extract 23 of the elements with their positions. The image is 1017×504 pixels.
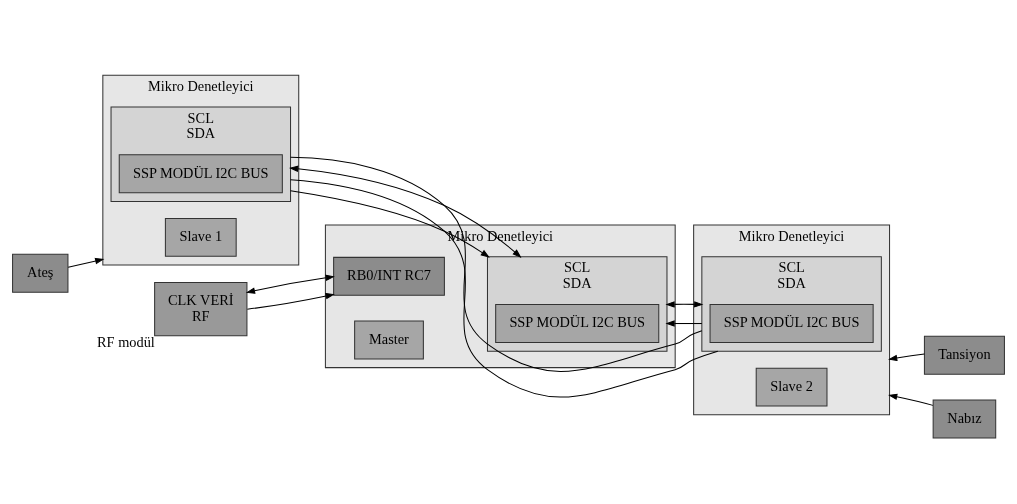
node-label: RF modül (97, 333, 155, 350)
node-box: Nabız (932, 398, 997, 438)
arrow (289, 165, 522, 258)
node-box: Slave 1 (164, 217, 237, 257)
node-box: SSP MODÜL I2C BUS (118, 153, 283, 193)
node-box: Tansiyon (923, 335, 1005, 375)
node-box: Master (354, 319, 424, 359)
node-box: SSP MODÜL I2C BUS (709, 303, 874, 343)
arrow (665, 300, 704, 308)
arrow (665, 319, 703, 327)
arrow (246, 292, 335, 310)
arrow (888, 393, 934, 406)
connector (290, 156, 703, 372)
node-box: CLK VERİ RF (154, 281, 248, 336)
connector (290, 178, 719, 398)
arrow (245, 274, 335, 294)
node-box: SSP MODÜL I2C BUS (495, 303, 660, 343)
node-box: Ateş (12, 253, 69, 293)
arrow (888, 353, 925, 361)
arrow (67, 257, 105, 268)
arrow (290, 189, 490, 258)
node-box: RB0/INT RC7 (333, 256, 445, 296)
node-box: Slave 2 (755, 367, 828, 407)
